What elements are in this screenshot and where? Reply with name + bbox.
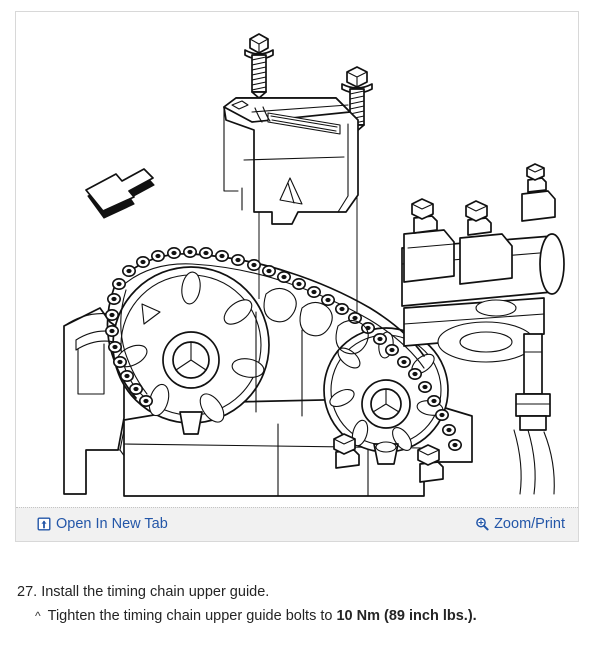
- figure-toolbar: Open In New Tab Zoom/Print: [16, 507, 578, 541]
- magnifier-plus-icon: [474, 517, 489, 532]
- step-text: Install the timing chain upper guide.: [41, 584, 270, 600]
- open-in-new-tab-icon: [36, 517, 51, 532]
- direction-arrow: [85, 168, 155, 219]
- open-in-new-tab-label: Open In New Tab: [56, 516, 168, 532]
- timing-chain-upper-guide: [223, 97, 359, 225]
- torque-spec: 10 Nm (89 inch lbs.).: [336, 608, 477, 624]
- upper-guide-bolt-left: [244, 33, 274, 299]
- zoom-print-link[interactable]: Zoom/Print: [474, 515, 565, 533]
- step-number: 27.: [17, 584, 38, 600]
- cylinder-head-left: [63, 307, 141, 495]
- substep-text-lead: Tighten the timing chain upper guide bol…: [47, 608, 337, 624]
- instruction-substep: ^ Tighten the timing chain upper guide b…: [17, 605, 587, 627]
- zoom-print-label: Zoom/Print: [494, 516, 565, 532]
- camshaft-bearing-caps: [333, 163, 565, 495]
- open-in-new-tab-link[interactable]: Open In New Tab: [36, 515, 168, 533]
- instruction-step: 27. Install the timing chain upper guide…: [17, 581, 587, 603]
- timing-chain: [105, 246, 463, 452]
- substep-bullet-icon: ^: [35, 609, 41, 623]
- substep-text: Tighten the timing chain upper guide bol…: [48, 605, 477, 627]
- camshaft-sprocket-left: [112, 266, 270, 435]
- figure-panel: .ln { fill:none; stroke:#111; stroke-wid…: [15, 11, 579, 542]
- timing-chain-diagram: .ln { fill:none; stroke:#111; stroke-wid…: [16, 12, 578, 507]
- camshaft-lobes: [255, 287, 369, 417]
- engine-line-drawing: .ln { fill:none; stroke:#111; stroke-wid…: [16, 12, 578, 507]
- instruction-block: 27. Install the timing chain upper guide…: [17, 581, 587, 627]
